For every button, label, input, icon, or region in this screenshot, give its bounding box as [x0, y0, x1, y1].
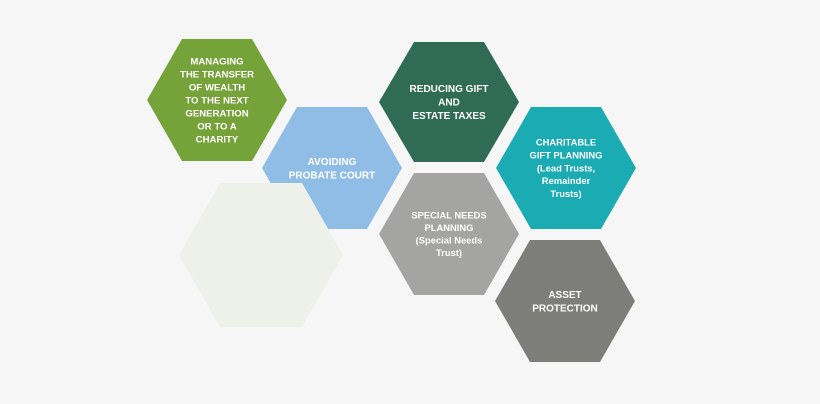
hexagon-label-charitable: CHARITABLE GIFT PLANNING(Lead Trusts, Rema…	[530, 137, 603, 199]
hexagon-label-probate: AVOIDING PROBATE COURT	[289, 157, 375, 182]
hexagon-label-line: (Special Needs	[416, 235, 483, 246]
hexagon-label-line: OF WEALTH	[189, 82, 245, 93]
hexagon-label-line: REDUCING GIFT	[410, 84, 489, 95]
hexagon-label-line: GIFT PLANNING	[530, 150, 603, 161]
hexagon-label-line: SPECIAL NEEDS	[411, 209, 486, 220]
hexagon-label-line: OR TO A	[197, 121, 237, 132]
hexagon-label-line: Remainder	[542, 175, 591, 186]
hexagon-label-line: GENERATION	[185, 108, 248, 119]
hexagon-label-line: PROBATE COURT	[289, 170, 375, 181]
hexagon-label-line: PLANNING	[425, 222, 474, 233]
hexagon-label-line: MANAGING	[190, 56, 243, 67]
hexagon-blank	[179, 183, 343, 327]
hexagon-label-line: CHARITABLE	[536, 137, 596, 148]
hexagon-gift-taxes: REDUCING GIFT AND ESTATE TAXES	[379, 42, 519, 162]
hexagon-wealth-transfer: MANAGING THE TRANSFER OF WEALTH TO THE NEXT…	[147, 39, 287, 161]
hexagon-label-line: TO THE NEXT	[185, 95, 248, 106]
hexagon-label-line: AVOIDING	[308, 157, 357, 168]
hexagon-charitable: CHARITABLE GIFT PLANNING(Lead Trusts, Rema…	[496, 107, 636, 229]
hexagon-asset-protection: ASSET PROTECTION	[495, 240, 635, 362]
hexagon-shape-special-needs	[379, 173, 519, 295]
hexagon-shape-asset-protection	[495, 240, 635, 362]
hexagon-shape-charitable	[496, 107, 636, 229]
hexagon-layer: MANAGING THE TRANSFER OF WEALTH TO THE NEXT…	[147, 39, 636, 362]
hexagon-label-line: Trusts)	[550, 188, 581, 199]
hexagon-label-line: Trust)	[436, 247, 462, 258]
hexagon-shape-gift-taxes	[379, 42, 519, 162]
hexagon-label-line: AND	[438, 98, 460, 109]
hexagon-label-line: ESTATE TAXES	[412, 111, 486, 122]
hexagon-label-wealth-transfer: MANAGING THE TRANSFER OF WEALTH TO THE NEXT…	[180, 56, 254, 145]
hexagon-label-line: PROTECTION	[532, 303, 598, 314]
hexagon-shape-blank	[179, 183, 343, 327]
hexagon-shape-wealth-transfer	[147, 39, 287, 161]
hexagon-label-line: CHARITY	[196, 134, 239, 145]
hexagon-label-line: (Lead Trusts,	[537, 162, 595, 173]
hexagon-label-line: ASSET	[548, 290, 581, 301]
hexagon-label-line: THE TRANSFER	[180, 69, 254, 80]
hexagon-label-gift-taxes: REDUCING GIFT AND ESTATE TAXES	[410, 84, 489, 122]
hexagon-label-asset-protection: ASSET PROTECTION	[532, 290, 598, 315]
